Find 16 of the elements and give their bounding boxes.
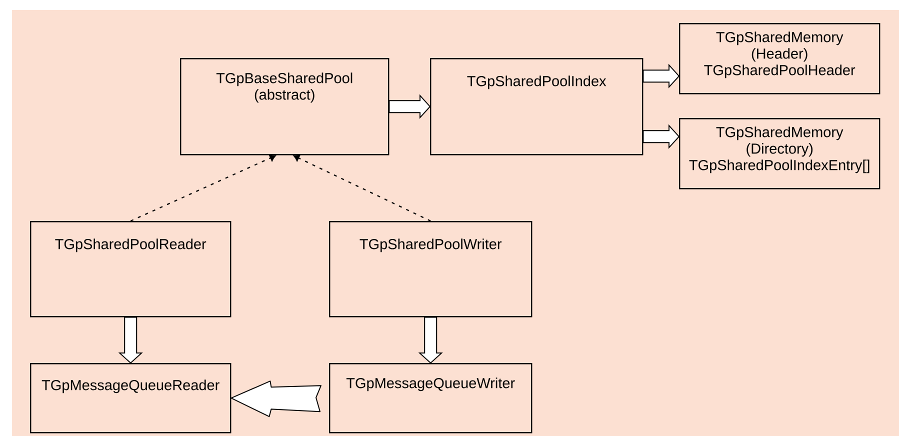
class-box: TGpMessageQueueReader [30, 362, 232, 434]
block-arrow [118, 316, 143, 364]
dashed-arrow [130, 154, 276, 222]
class-box: TGpSharedPoolReader [30, 221, 232, 318]
class-box: TGpSharedPoolWriter [329, 221, 532, 318]
block-arrow [418, 316, 443, 364]
class-box: TGpSharedMemory (Header) TGpSharedPoolHeader [679, 23, 880, 94]
class-box: TGpSharedMemory (Directory) TGpSharedPoolIndexEntry[] [679, 118, 880, 190]
block-arrow [230, 380, 322, 418]
class-box: TGpBaseSharedPool (abstract) [180, 58, 390, 156]
class-box: TGpSharedPoolIndex [430, 58, 644, 156]
block-arrow [642, 64, 680, 88]
dashed-arrow [293, 154, 431, 222]
block-arrow [642, 124, 680, 149]
class-box: TGpMessageQueueWriter [329, 362, 532, 434]
block-arrow [388, 94, 431, 119]
